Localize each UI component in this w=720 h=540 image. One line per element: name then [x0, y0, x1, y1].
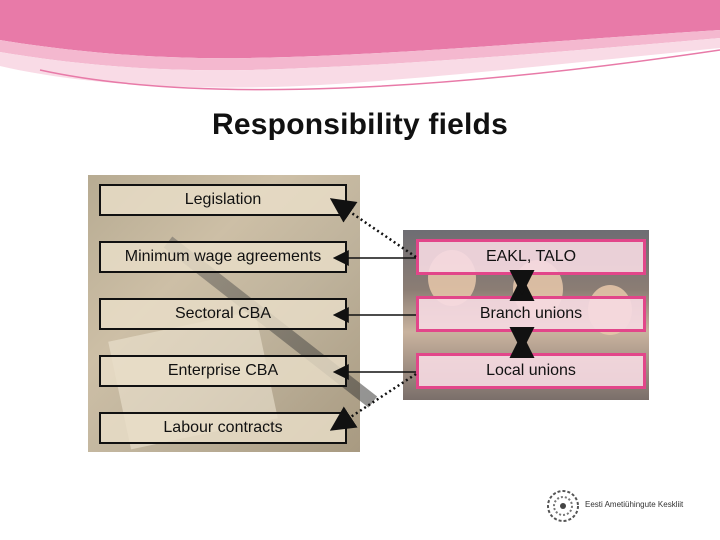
box-label: Sectoral CBA — [174, 305, 272, 322]
box-sectoral-cba: Sectoral CBA — [99, 298, 347, 330]
box-eakl-talo: EAKL, TALO — [416, 239, 646, 275]
box-label: Labour contracts — [163, 419, 283, 436]
dotted-arrow-legislation — [329, 198, 417, 259]
box-label: Enterprise CBA — [167, 362, 279, 379]
organization-logo: Eesti Ametiühingute Keskliit — [545, 488, 715, 528]
box-label: Minimum wage agreements — [124, 248, 322, 265]
logo-text: Eesti Ametiühingute Keskliit — [585, 500, 684, 509]
box-labour-contracts: Labour contracts — [99, 412, 347, 444]
logo-emblem-icon — [547, 490, 579, 522]
box-label: Local unions — [486, 362, 576, 379]
header-decoration — [0, 0, 720, 91]
box-label: Branch unions — [479, 305, 583, 322]
box-enterprise-cba: Enterprise CBA — [99, 355, 347, 387]
box-label: EAKL, TALO — [485, 248, 577, 265]
dotted-arrow-labour-contracts — [329, 372, 417, 431]
page-title: Responsibility fields — [212, 108, 508, 141]
box-label: Legislation — [184, 191, 262, 208]
